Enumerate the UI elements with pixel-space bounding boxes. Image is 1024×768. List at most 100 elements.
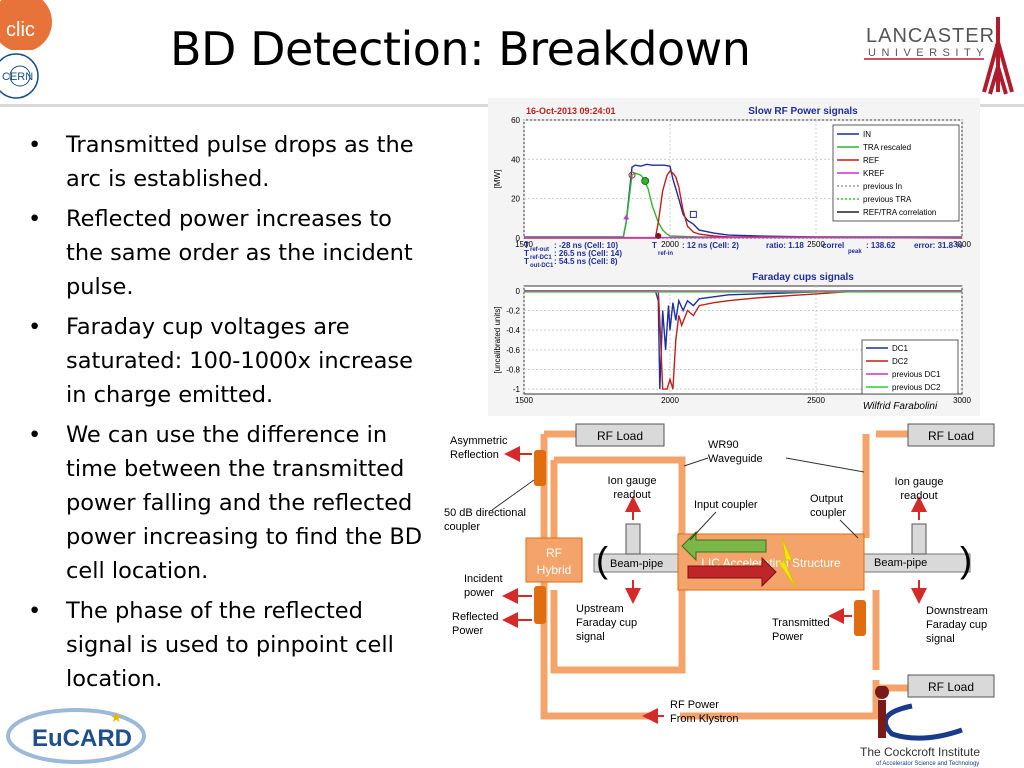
bullet-item: The phase of the reflected signal is use… bbox=[28, 594, 428, 696]
y-tick-label: 0 bbox=[516, 234, 521, 243]
breakdown-spark-icon bbox=[777, 537, 797, 589]
clic-logo: clic bbox=[0, 0, 52, 50]
ion-gauge-left-line2: readout bbox=[613, 489, 650, 501]
marker-triangle bbox=[623, 214, 630, 220]
ion-gauge-left bbox=[625, 523, 641, 555]
ion-gauge-right-line2: readout bbox=[900, 490, 937, 502]
x-tick-label: 2500 bbox=[807, 240, 825, 249]
annotation-subscript: ref-in bbox=[658, 251, 673, 257]
lancaster-logo-line2: UNIVERSITY bbox=[868, 47, 989, 59]
lancaster-logo: LANCASTER UNIVERSITY bbox=[864, 17, 1014, 95]
y-tick-label: 20 bbox=[511, 195, 520, 204]
eucard-star-icon: ★ bbox=[110, 709, 123, 725]
marker-dot bbox=[655, 233, 662, 240]
annotation-subscript: ref-out bbox=[530, 247, 549, 253]
annotation-label: T bbox=[524, 257, 529, 266]
legend-box bbox=[861, 339, 959, 395]
legend-label: IN bbox=[863, 130, 871, 139]
y-axis-label: [uncalibrated units] bbox=[493, 306, 502, 373]
incident-power-line2: power bbox=[464, 587, 494, 599]
ion-gauge-right bbox=[911, 523, 927, 555]
downstream-fc-line2: Faraday cup bbox=[926, 619, 987, 631]
rf-load-left-label: RF Load bbox=[597, 429, 643, 443]
y-axis-label: [MW] bbox=[493, 170, 502, 189]
annotation-subscript: ref-DC1 bbox=[530, 255, 552, 261]
series-line-dc2 bbox=[524, 290, 962, 390]
annotation-label: T bbox=[524, 241, 529, 250]
output-coupler-line1: Output bbox=[810, 493, 843, 505]
legend-label: DC2 bbox=[892, 357, 909, 366]
legend-label: previous TRA bbox=[863, 195, 912, 204]
x-tick-label: 1500 bbox=[515, 240, 533, 249]
rf-load-right-top-label: RF Load bbox=[928, 429, 974, 443]
upstream-fc-line3: signal bbox=[576, 631, 605, 643]
annotation-value: : 12 ns (Cell: 2) bbox=[682, 241, 739, 250]
annotation-subscript: out-DC1 bbox=[530, 263, 554, 269]
directional-coupler-line1: 50 dB directional bbox=[444, 507, 526, 519]
waveguide-line1: WR90 bbox=[708, 439, 739, 451]
x-tick-label: 2000 bbox=[661, 396, 679, 405]
bullet-item: Transmitted pulse drops as the arc is es… bbox=[28, 128, 428, 196]
y-tick-label: 0 bbox=[516, 287, 521, 296]
incident-arrow bbox=[681, 530, 767, 562]
bullet-item: We can use the difference in time betwee… bbox=[28, 418, 428, 588]
annotation-value: : 138.62 bbox=[866, 241, 896, 250]
rf-power-line2: From Klystron bbox=[670, 713, 738, 725]
beam-pipe-left-label: Beam-pipe bbox=[610, 558, 663, 570]
marker-circle-green bbox=[641, 176, 650, 185]
legend-label: KREF bbox=[863, 169, 884, 178]
y-tick-label: -0.4 bbox=[506, 326, 520, 335]
eucard-logo-text: EuCARD bbox=[32, 725, 132, 752]
left-bracket: ( bbox=[596, 539, 608, 580]
rf-hybrid-line2: Hybrid bbox=[537, 563, 572, 577]
legend-label: TRA rescaled bbox=[863, 143, 911, 152]
x-tick-label: 1500 bbox=[515, 396, 533, 405]
annotation-value: : 26.5 ns (Cell: 14) bbox=[554, 249, 622, 258]
rf-load-right-bottom-label: RF Load bbox=[928, 680, 974, 694]
reflected-power-line1: Reflected bbox=[452, 611, 498, 623]
rf-load-right-bottom: RF Load bbox=[907, 674, 995, 698]
legend-label: previous In bbox=[863, 182, 902, 191]
directional-coupler-top bbox=[534, 450, 546, 486]
page-title: BD Detection: Breakdown bbox=[170, 22, 751, 76]
ion-gauge-right-line1: Ion gauge bbox=[895, 476, 944, 488]
reflected-arrow bbox=[687, 556, 777, 588]
chart-timestamp: 16-Oct-2013 09:24:01 bbox=[526, 106, 616, 116]
clic-logo-text: clic bbox=[6, 19, 35, 41]
transmitted-coupler bbox=[854, 600, 866, 636]
y-tick-label: -0.8 bbox=[506, 365, 520, 374]
rf-load-right-top: RF Load bbox=[907, 423, 995, 447]
directional-coupler-bottom bbox=[534, 586, 546, 624]
legend-label: previous DC2 bbox=[892, 383, 941, 392]
annotation-value: : -28 ns (Cell: 10) bbox=[554, 241, 618, 250]
annotation-label: T bbox=[652, 241, 657, 250]
rf-power-line1: RF Power bbox=[670, 699, 719, 711]
y-tick-label: -1 bbox=[513, 385, 521, 394]
rf-hybrid-line1: RF bbox=[546, 546, 562, 560]
upstream-fc-line2: Faraday cup bbox=[576, 617, 637, 629]
chart-title: Faraday cups signals bbox=[752, 272, 854, 283]
transmitted-power-line2: Power bbox=[772, 631, 804, 643]
transmitted-power-line1: Transmitted bbox=[772, 617, 830, 629]
bullet-item: Reflected power increases to the same or… bbox=[28, 202, 428, 304]
eucard-logo: EuCARD ★ bbox=[6, 708, 146, 764]
y-tick-label: -0.2 bbox=[506, 307, 520, 316]
asym-reflection-line1: Asymmetric bbox=[450, 435, 508, 447]
downstream-fc-line3: signal bbox=[926, 633, 955, 645]
bullet-item: Faraday cup voltages are saturated: 100-… bbox=[28, 310, 428, 412]
reflected-power-line2: Power bbox=[452, 625, 484, 637]
legend-label: REF/TRA correlation bbox=[863, 208, 936, 217]
cockcroft-logo-line1: The Cockcroft Institute bbox=[860, 745, 980, 759]
chart-title: Slow RF Power signals bbox=[748, 106, 858, 117]
annotation-label: T bbox=[524, 249, 529, 258]
incident-power-line1: Incident bbox=[464, 573, 503, 585]
cockcroft-logo-line2: of Accelerator Science and Technology bbox=[876, 761, 979, 767]
annotation-value: error: 31.8 % bbox=[914, 241, 962, 250]
legend-label: REF bbox=[863, 156, 879, 165]
ion-gauge-left-line1: Ion gauge bbox=[608, 475, 657, 487]
cockcroft-logo: The Cockcroft Institute of Accelerator S… bbox=[860, 686, 980, 767]
marker-square bbox=[689, 210, 697, 218]
accelerating-structure: LIC Accelerating Structure bbox=[677, 530, 865, 591]
